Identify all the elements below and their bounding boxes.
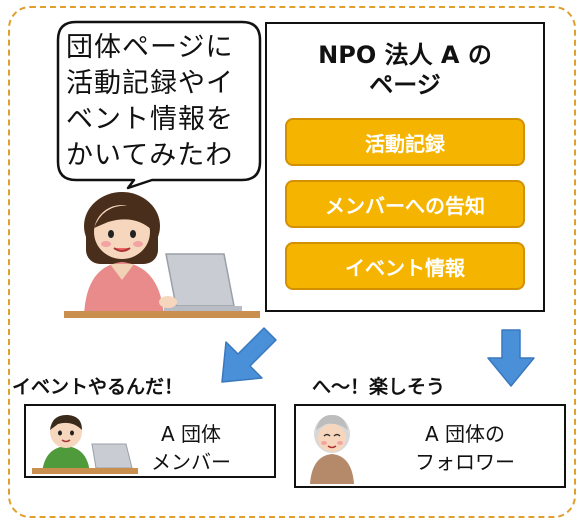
- follower-card-line2: フォロワー: [415, 450, 515, 474]
- speech-line: かいてみたわ: [66, 140, 234, 171]
- npo-title-line2: ページ: [369, 71, 441, 99]
- member-card-line2: メンバー: [151, 450, 231, 474]
- down-arrow-icon: [487, 329, 535, 387]
- follower-card-line1: A 団体の: [424, 422, 506, 446]
- npo-page-panel: NPO 法人 A の ページ 活動記録 メンバーへの告知 イベント情報: [265, 22, 545, 312]
- dashed-frame: [8, 6, 576, 518]
- member-card-label: A 団体 メンバー: [136, 420, 246, 476]
- man-with-laptop-illustration: [32, 414, 138, 474]
- down-left-arrow-icon: [221, 327, 277, 383]
- elderly-woman-illustration: [310, 414, 354, 484]
- speech-bubble: [56, 20, 262, 190]
- speech-line: 団体ページに: [66, 32, 234, 63]
- activity-record-button[interactable]: 活動記録: [285, 118, 525, 166]
- member-notice-button[interactable]: メンバーへの告知: [285, 180, 525, 228]
- speech-bubble-text: 団体ページに 活動記録やイ ベント情報を かいてみたわ: [66, 30, 256, 174]
- left-caption: イベントやるんだ！: [12, 376, 184, 398]
- right-caption: へ～！楽しそう: [312, 376, 446, 398]
- speech-line: ベント情報を: [66, 104, 234, 135]
- member-card-line1: A 団体: [160, 422, 222, 446]
- follower-card-label: A 団体の フォロワー: [400, 420, 530, 476]
- npo-title-line1: NPO 法人 A の: [318, 41, 492, 69]
- speech-line: 活動記録やイ: [66, 68, 234, 99]
- woman-with-laptop-illustration: [64, 192, 260, 318]
- npo-page-title: NPO 法人 A の ページ: [267, 40, 543, 100]
- event-info-button[interactable]: イベント情報: [285, 242, 525, 290]
